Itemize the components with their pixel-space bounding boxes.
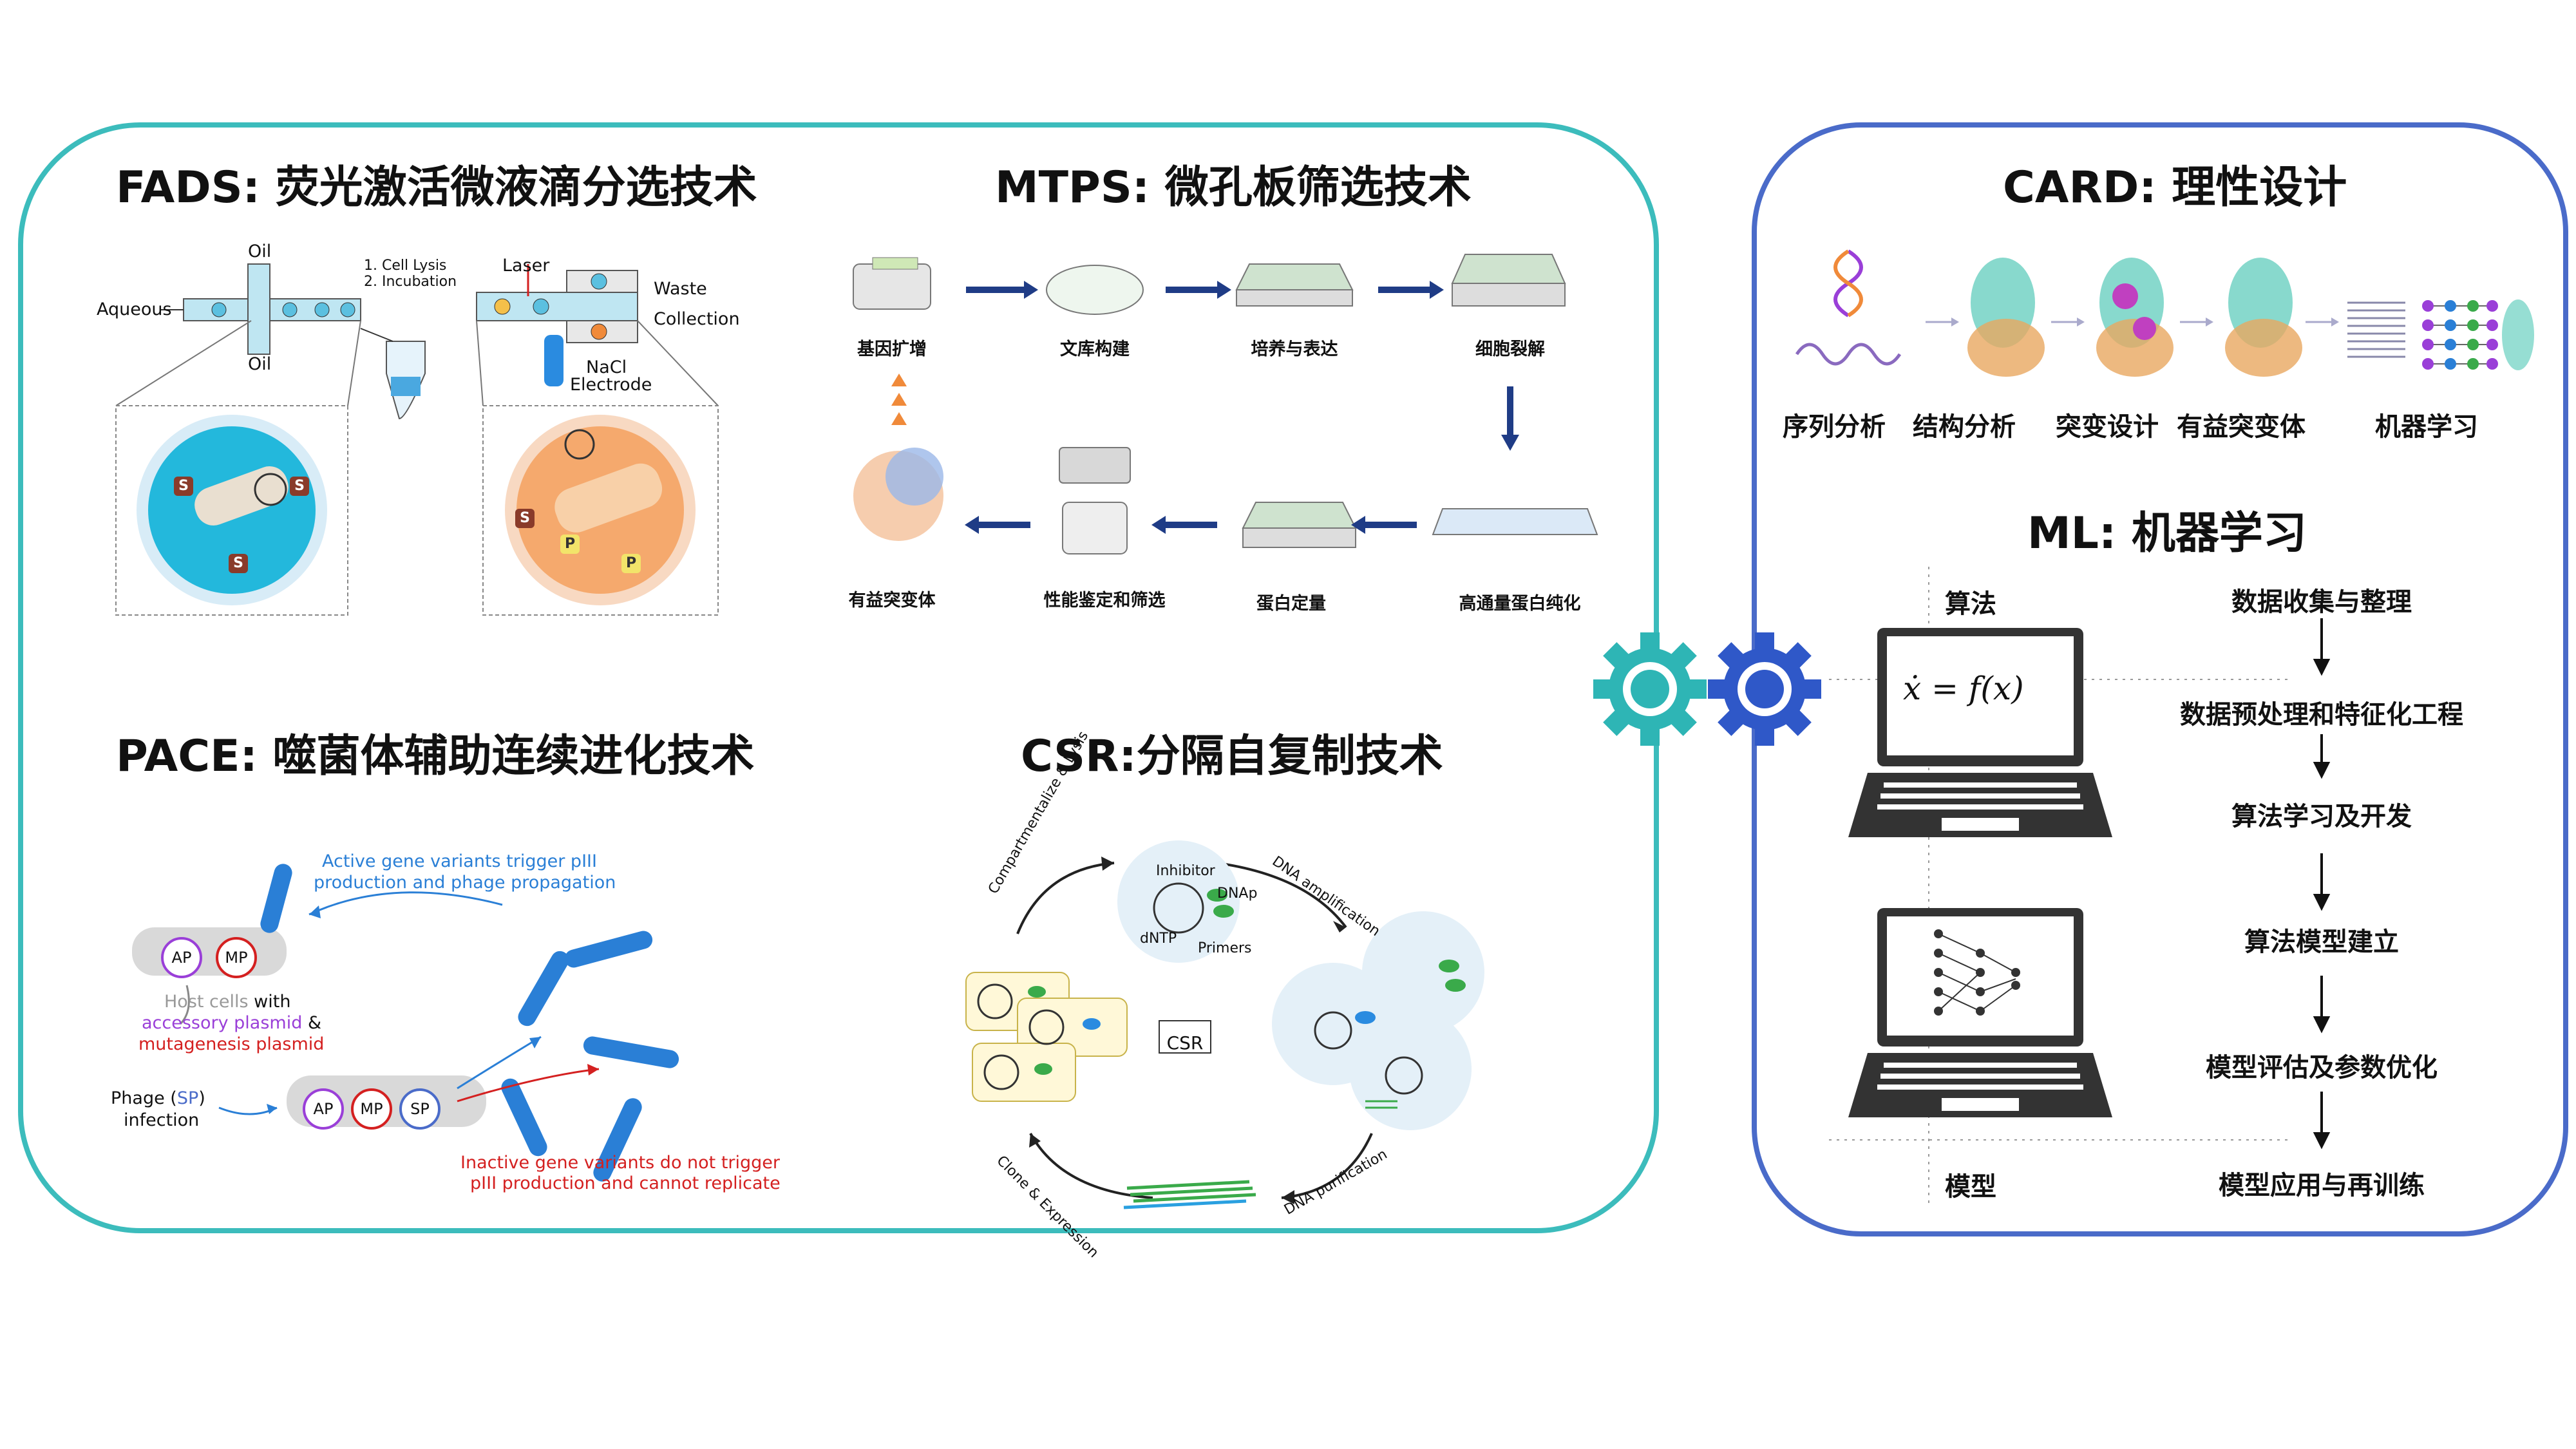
- pace-host-line2: accessory plasmid &: [142, 1013, 321, 1033]
- pace-active-line2: production and phage propagation: [314, 873, 616, 893]
- fads-title: FADS: 荧光激活微液滴分选技术: [116, 162, 757, 213]
- ml-step-evaluation: 模型评估及参数优化: [2206, 1053, 2438, 1083]
- mtps-step-beneficial-mutant: 有益突变体: [848, 591, 936, 611]
- fads-product-marker: P: [621, 554, 641, 573]
- csr-diagram: [965, 840, 1484, 1209]
- fads-diagram: [115, 263, 719, 616]
- fads-step1: 1. Cell Lysis: [364, 258, 447, 274]
- csr-center-label: CSR: [1166, 1032, 1204, 1054]
- ml-laptops: [1829, 567, 2293, 1204]
- pace-mp-plasmid: MP: [351, 1088, 392, 1130]
- fads-product-marker: P: [560, 535, 580, 554]
- mtps-step-culture-expression: 培养与表达: [1251, 339, 1338, 359]
- mtps-title: MTPS: 微孔板筛选技术: [995, 162, 1472, 213]
- mtps-step-screening: 性能鉴定和筛选: [1043, 591, 1166, 611]
- pace-inactive-line1: Inactive gene variants do not trigger: [460, 1153, 781, 1173]
- card-step-beneficial-mutant: 有益突变体: [2177, 412, 2306, 442]
- fads-substrate-marker: S: [515, 509, 535, 528]
- pace-host-line3: mutagenesis plasmid: [138, 1034, 325, 1054]
- ml-step-model-building: 算法模型建立: [2244, 927, 2399, 957]
- pace-ap-plasmid: AP: [303, 1088, 344, 1130]
- ml-formula: ẋ = f(x): [1903, 670, 2024, 707]
- ml-step-algorithm-learning: 算法学习及开发: [2231, 802, 2412, 831]
- mtps-step-protein-quantification: 蛋白定量: [1256, 594, 1326, 614]
- ml-model-label: 模型: [1945, 1172, 1996, 1202]
- fads-waste: Waste: [654, 279, 707, 299]
- fads-step2: 2. Incubation: [364, 274, 457, 290]
- card-step-structure-analysis: 结构分析: [1913, 412, 2016, 442]
- pace-host-line1: Host cells with: [164, 992, 291, 1012]
- laptop-icon: [1848, 908, 2112, 1117]
- csr-inhibitor: Inhibitor: [1156, 863, 1215, 879]
- pace-mp-plasmid: MP: [216, 937, 257, 978]
- pace-phage-line2: infection: [124, 1110, 200, 1130]
- csr-primers: Primers: [1198, 940, 1252, 956]
- mtps-step-cell-lysis: 细胞裂解: [1475, 339, 1545, 359]
- teal-gear-icon: [1593, 632, 1707, 746]
- fads-oil-top: Oil: [248, 242, 272, 261]
- mtps-step-library-construction: 文库构建: [1060, 339, 1130, 359]
- ml-step-deployment: 模型应用与再训练: [2219, 1171, 2425, 1200]
- fads-electrode: Electrode: [570, 375, 652, 395]
- fads-aqueous: Aqueous: [97, 299, 172, 319]
- fads-oil-bottom: Oil: [248, 354, 272, 374]
- pace-phage-line1: Phage (SP): [111, 1088, 205, 1108]
- pace-inactive-line2: pIII production and cannot replicate: [470, 1173, 781, 1193]
- pace-active-line1: Active gene variants trigger pIII: [322, 851, 597, 871]
- csr-title: CSR:分隔自复制技术: [1021, 731, 1443, 782]
- pace-title: PACE: 噬菌体辅助连续进化技术: [116, 731, 755, 782]
- fads-substrate-marker: S: [174, 477, 193, 496]
- fads-laser: Laser: [502, 256, 550, 276]
- card-step-machine-learning: 机器学习: [2375, 412, 2478, 442]
- card-step-mutation-design: 突变设计: [2056, 412, 2159, 442]
- card-step-sequence-analysis: 序列分析: [1783, 412, 1886, 442]
- csr-dntp: dNTP: [1140, 931, 1177, 947]
- csr-dnap: DNAp: [1217, 886, 1258, 902]
- fads-nacl: NaCl: [586, 357, 627, 377]
- mtps-step-protein-purification: 高通量蛋白纯化: [1459, 594, 1581, 614]
- pace-sp-plasmid: SP: [399, 1088, 440, 1130]
- mtps-step-gene-amplification: 基因扩增: [857, 339, 927, 359]
- ml-title: ML: 机器学习: [2027, 508, 2307, 559]
- laptop-icon: [1848, 628, 2112, 837]
- fads-substrate-marker: S: [290, 477, 309, 496]
- neural-network-icon: [1938, 933, 2016, 1012]
- ml-step-preprocessing: 数据预处理和特征化工程: [2180, 700, 2463, 730]
- card-diagram: [1795, 249, 2534, 377]
- ml-step-data-collection: 数据收集与整理: [2231, 587, 2412, 617]
- gears: [1593, 632, 1821, 746]
- ml-algorithm-label: 算法: [1945, 589, 1996, 619]
- ml-flow-arrows: [2313, 618, 2331, 1150]
- fads-collection: Collection: [654, 309, 740, 329]
- fads-substrate-marker: S: [229, 554, 248, 573]
- mtps-diagram: [853, 254, 1598, 554]
- card-title: CARD: 理性设计: [2003, 162, 2347, 213]
- blue-gear-icon: [1708, 632, 1821, 746]
- pace-ap-plasmid: AP: [161, 937, 202, 978]
